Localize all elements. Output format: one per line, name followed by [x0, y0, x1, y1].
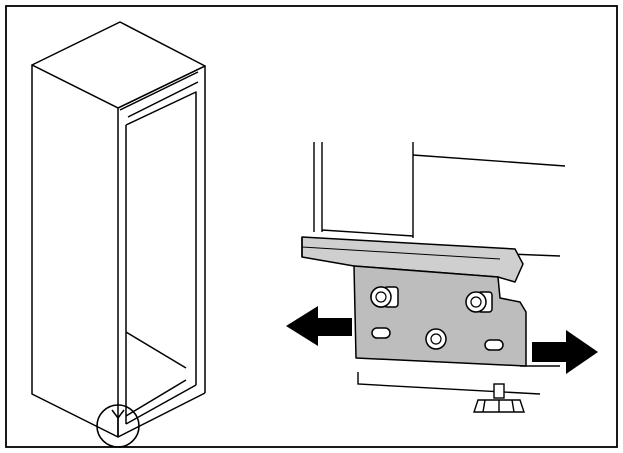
arrow-left-icon [286, 306, 352, 346]
arrow-right-icon [532, 330, 598, 374]
slot-right [484, 339, 504, 351]
built-in-cabinet-icon [31, 21, 206, 438]
screw-right-icon [465, 291, 493, 313]
slot-left [371, 327, 391, 339]
appliance-body [313, 142, 566, 395]
detail-circle-icon [96, 404, 140, 448]
mounting-bracket-icon [301, 236, 527, 367]
screw-left-icon [370, 286, 399, 308]
adjustable-foot-icon [473, 383, 525, 413]
